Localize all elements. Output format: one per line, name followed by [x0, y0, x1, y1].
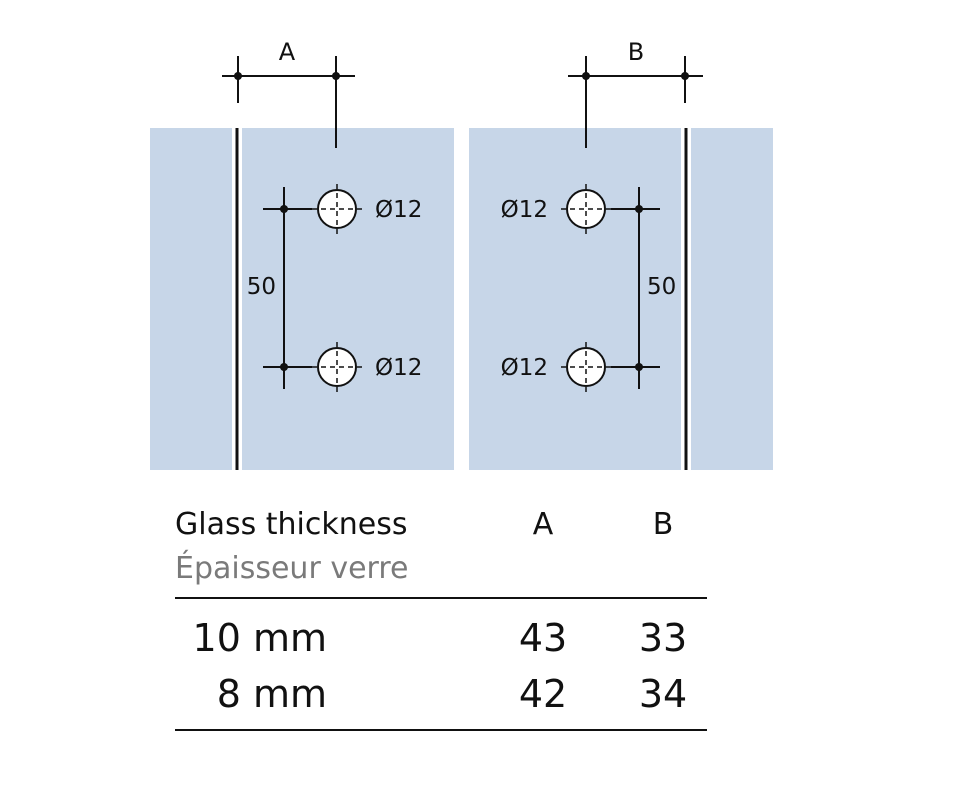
dimension-b-dot-left — [582, 72, 590, 80]
dimension-a-dot-right — [332, 72, 340, 80]
table-row: 8 mm 42 34 — [175, 666, 707, 722]
glass-panel-left-outer — [150, 128, 232, 470]
fitting-diagram: A B Ø12 Ø12 50 Ø12 Ø12 — [150, 38, 773, 470]
table-body: 10 mm 43 33 8 mm 42 34 — [175, 599, 707, 729]
table-row: 10 mm 43 33 — [175, 610, 707, 666]
hole-right-top — [561, 184, 611, 234]
spacing-left-label: 50 — [247, 274, 276, 300]
header-col-b: B — [652, 507, 674, 542]
hole-left-bottom-label: Ø12 — [375, 355, 422, 381]
table-rule-bottom — [175, 729, 707, 731]
hole-left-top — [312, 184, 362, 234]
table-header: Glass thickness Épaisseur verre A B — [175, 505, 707, 597]
glass-panel-right — [469, 128, 681, 470]
row-value-a: 43 — [518, 616, 568, 660]
glass-thickness-table: Glass thickness Épaisseur verre A B 10 m… — [175, 505, 707, 731]
row-value-a: 42 — [518, 672, 568, 716]
table-rule-top — [175, 597, 707, 599]
hole-right-bottom-label: Ø12 — [501, 355, 548, 381]
hole-right-top-label: Ø12 — [501, 197, 548, 223]
header-col-a: A — [532, 507, 554, 542]
hole-left-top-label: Ø12 — [375, 197, 422, 223]
spacing-left-dot-bottom — [280, 363, 288, 371]
glass-panel-right-outer — [691, 128, 773, 470]
hole-right-bottom — [561, 342, 611, 392]
spacing-right-dot-bottom — [635, 363, 643, 371]
dimension-b-label: B — [628, 38, 644, 66]
header-epaisseur-verre: Épaisseur verre — [175, 551, 409, 586]
row-value-b: 33 — [638, 616, 688, 660]
header-glass-thickness: Glass thickness — [175, 507, 408, 542]
spacing-right-label: 50 — [647, 274, 676, 300]
hole-left-bottom — [312, 342, 362, 392]
dimension-a-dot-left — [234, 72, 242, 80]
row-value-b: 34 — [638, 672, 688, 716]
dimension-b-dot-right — [681, 72, 689, 80]
row-thickness: 10 mm — [192, 616, 327, 660]
row-thickness: 8 mm — [216, 672, 327, 716]
glass-panel-left — [242, 128, 454, 470]
spacing-left-dot-top — [280, 205, 288, 213]
spacing-right-dot-top — [635, 205, 643, 213]
dimension-a-label: A — [279, 38, 296, 66]
